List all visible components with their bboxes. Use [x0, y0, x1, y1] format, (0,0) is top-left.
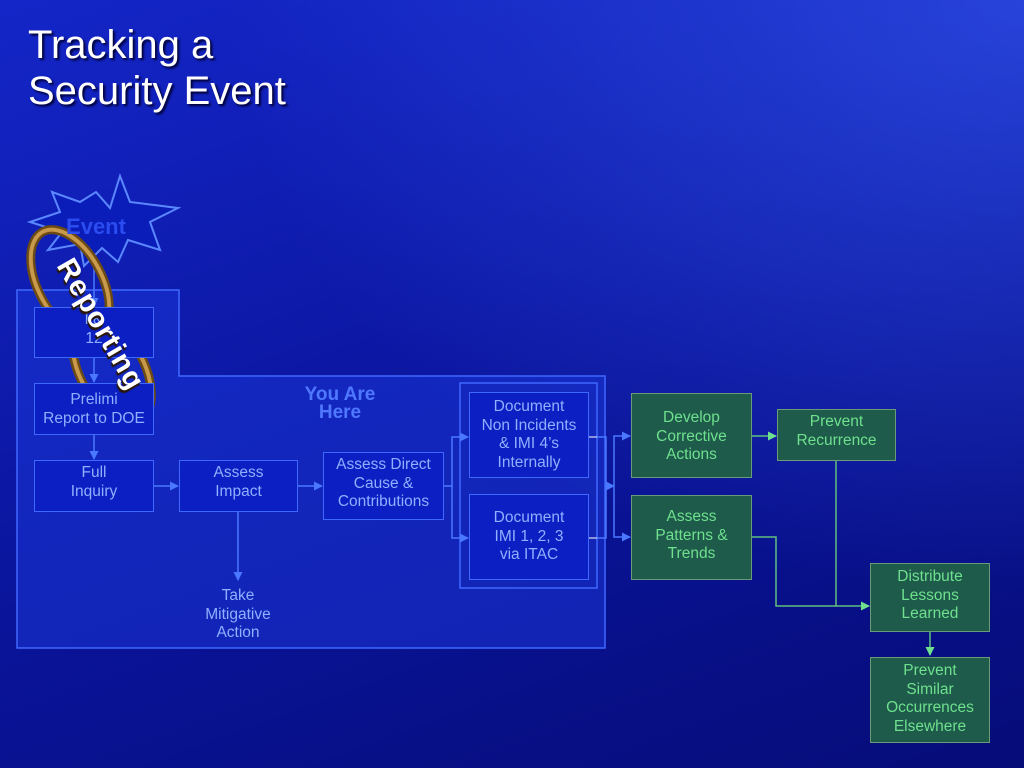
identify-categorize-box: I & 12 [34, 307, 154, 358]
preliminary-report-box: Prelimi Report to DOE [34, 383, 154, 435]
document-imi-box: Document IMI 1, 2, 3 via ITAC [469, 494, 589, 580]
slide-title: Tracking a Security Event [28, 22, 286, 114]
prevent-similar-occurrences-box: Prevent Similar Occurrences Elsewhere [870, 657, 990, 743]
green-connectors [752, 431, 935, 656]
document-non-incidents-box: Document Non Incidents & IMI 4’s Interna… [469, 392, 589, 478]
prevent-recurrence-box: Prevent Recurrence [777, 409, 896, 461]
white-stubs [589, 436, 597, 539]
distribute-lessons-learned-box: Distribute Lessons Learned [870, 563, 990, 632]
assess-direct-cause-box: Assess Direct Cause & Contributions [323, 452, 444, 520]
full-inquiry-box: Full Inquiry [34, 460, 154, 512]
you-are-here-label: You Are Here [304, 384, 376, 423]
event-starburst [26, 172, 182, 269]
slide-title-line-1: Tracking a [28, 23, 214, 67]
assess-patterns-trends-box: Assess Patterns & Trends [631, 495, 752, 580]
slide-title-line-2: Security Event [28, 69, 286, 113]
assess-impact-box: Assess Impact [179, 460, 298, 512]
take-mitigative-action-label: Take Mitigative Action [205, 587, 271, 641]
develop-corrective-actions-box: Develop Corrective Actions [631, 393, 752, 478]
document-group-frame [459, 382, 598, 589]
you-are-here-region [16, 289, 606, 649]
blue-connectors [89, 265, 631, 581]
event-label: Event [66, 214, 126, 239]
